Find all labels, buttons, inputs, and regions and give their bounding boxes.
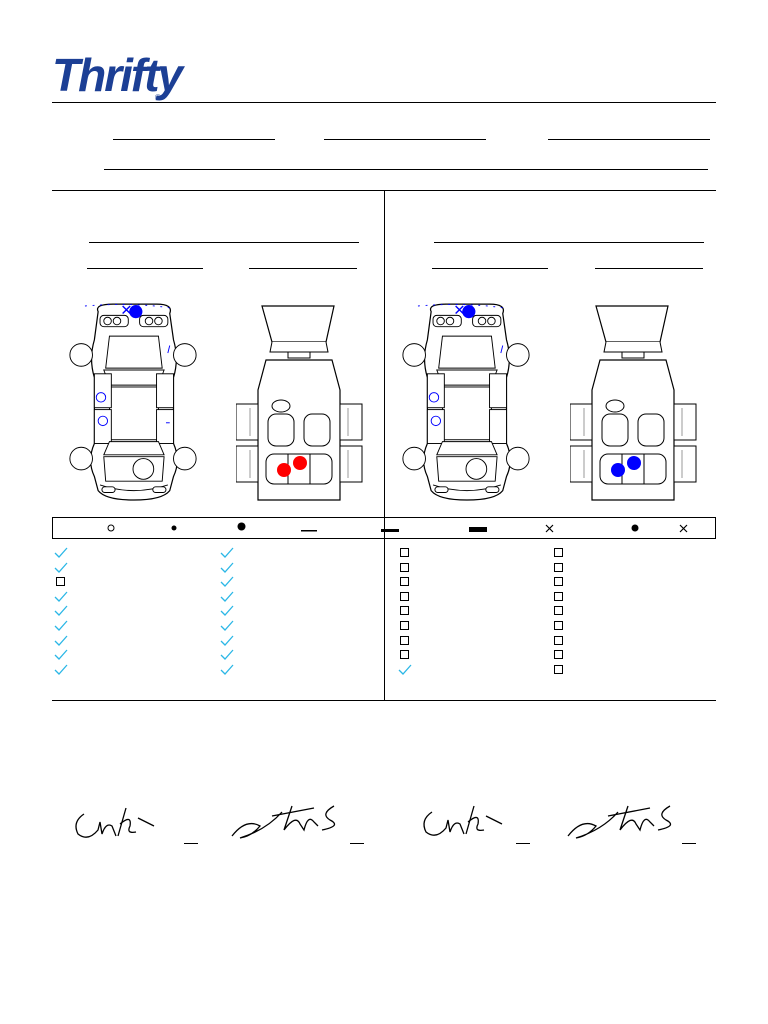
checkbox-square-icon — [554, 635, 563, 645]
damage-mark-front — [129, 305, 143, 319]
checkmark-icon — [54, 562, 68, 573]
car-open-view-diagram-right — [570, 305, 697, 501]
cross-icon — [545, 524, 554, 533]
brand-logo-text: Thrifty — [52, 49, 183, 101]
checkmark-icon — [54, 635, 68, 646]
checkbox-square-icon — [400, 562, 409, 572]
checkmark-icon — [54, 649, 68, 661]
checkbox-square-icon — [554, 548, 563, 557]
checkmark-icon — [220, 649, 234, 661]
section-divider — [384, 190, 385, 700]
checkbox-square-icon — [400, 620, 409, 630]
checkmark-icon — [220, 591, 234, 602]
section-rule-bottom — [52, 700, 716, 701]
header-rule — [52, 102, 716, 103]
checkmark-icon — [220, 576, 234, 588]
damage-cross-front — [122, 305, 131, 315]
checkmark-icon — [220, 562, 234, 573]
left-field-line-3 — [249, 268, 357, 269]
circle-outline-small-icon — [107, 524, 115, 532]
field-line-1 — [113, 139, 275, 140]
damage-dot-rear-seat-2 — [293, 456, 307, 470]
dash-medium-icon — [381, 529, 399, 532]
signature-3-line — [516, 843, 530, 844]
checkbox-square-icon — [554, 664, 563, 674]
checkbox-square-icon — [400, 635, 409, 645]
checkbox-square-icon — [554, 650, 563, 660]
checkbox-square-icon — [554, 577, 563, 587]
checkbox-square-icon — [400, 591, 409, 601]
damage-dot-rear-seat-1 — [277, 463, 291, 477]
field-line-3 — [548, 139, 710, 140]
signature-2-line — [350, 843, 364, 844]
checkmark-icon — [54, 547, 68, 558]
checkmark-icon — [220, 547, 234, 558]
left-field-line-2 — [87, 268, 203, 269]
signature-3 — [423, 805, 503, 836]
dot-medium-icon — [631, 524, 639, 532]
signature-4 — [567, 805, 672, 839]
checkmark-icon — [220, 635, 234, 646]
checkbox-square-icon — [400, 548, 409, 557]
signature-1-line — [184, 843, 198, 844]
checkmark-icon — [54, 620, 68, 631]
checkmark-icon — [54, 605, 68, 617]
checkmark-icon — [54, 591, 68, 602]
dot-small-icon — [171, 525, 177, 531]
car-open-view-diagram-left — [236, 305, 363, 501]
damage-mark-front-right — [462, 305, 476, 319]
checkbox-square-icon — [400, 650, 409, 660]
damage-dot-rear-seat-right-2 — [627, 456, 641, 470]
checkmark-icon — [220, 605, 234, 617]
cross-icon — [679, 524, 688, 533]
damage-dot-rear-seat-right-1 — [611, 463, 625, 477]
dot-medium-icon — [237, 522, 246, 531]
checkbox-square-icon — [554, 591, 563, 601]
damage-circle-door-2 — [97, 415, 109, 427]
signature-4-line — [682, 843, 696, 844]
dash-bold-icon — [469, 527, 487, 532]
damage-legend — [52, 517, 716, 539]
right-field-line-2 — [432, 268, 548, 269]
dash-short-icon — [301, 530, 317, 532]
registered-mark: ® — [155, 93, 161, 102]
checkbox-square-icon — [56, 577, 65, 587]
car-top-view-diagram-left — [69, 303, 197, 501]
checkbox-square-icon — [400, 606, 409, 616]
thrifty-logo: Thrifty — [52, 48, 212, 102]
signature-1 — [75, 807, 155, 838]
checkbox-square-icon — [554, 606, 563, 616]
checkmark-icon — [220, 620, 234, 631]
checkmark-icon — [398, 664, 412, 675]
car-top-view-diagram-right — [402, 303, 530, 501]
damage-circle-door-1 — [95, 392, 107, 403]
checkbox-square-icon — [400, 577, 409, 587]
checkmark-icon — [54, 664, 68, 675]
right-field-line-3 — [595, 268, 703, 269]
checkbox-square-icon — [554, 620, 563, 630]
field-line-4 — [104, 169, 708, 170]
right-field-line-1 — [434, 242, 704, 243]
field-line-2 — [324, 139, 486, 140]
checkmark-icon — [220, 664, 234, 675]
left-field-line-1 — [89, 242, 359, 243]
signature-2 — [231, 805, 336, 839]
checkbox-square-icon — [554, 562, 563, 572]
